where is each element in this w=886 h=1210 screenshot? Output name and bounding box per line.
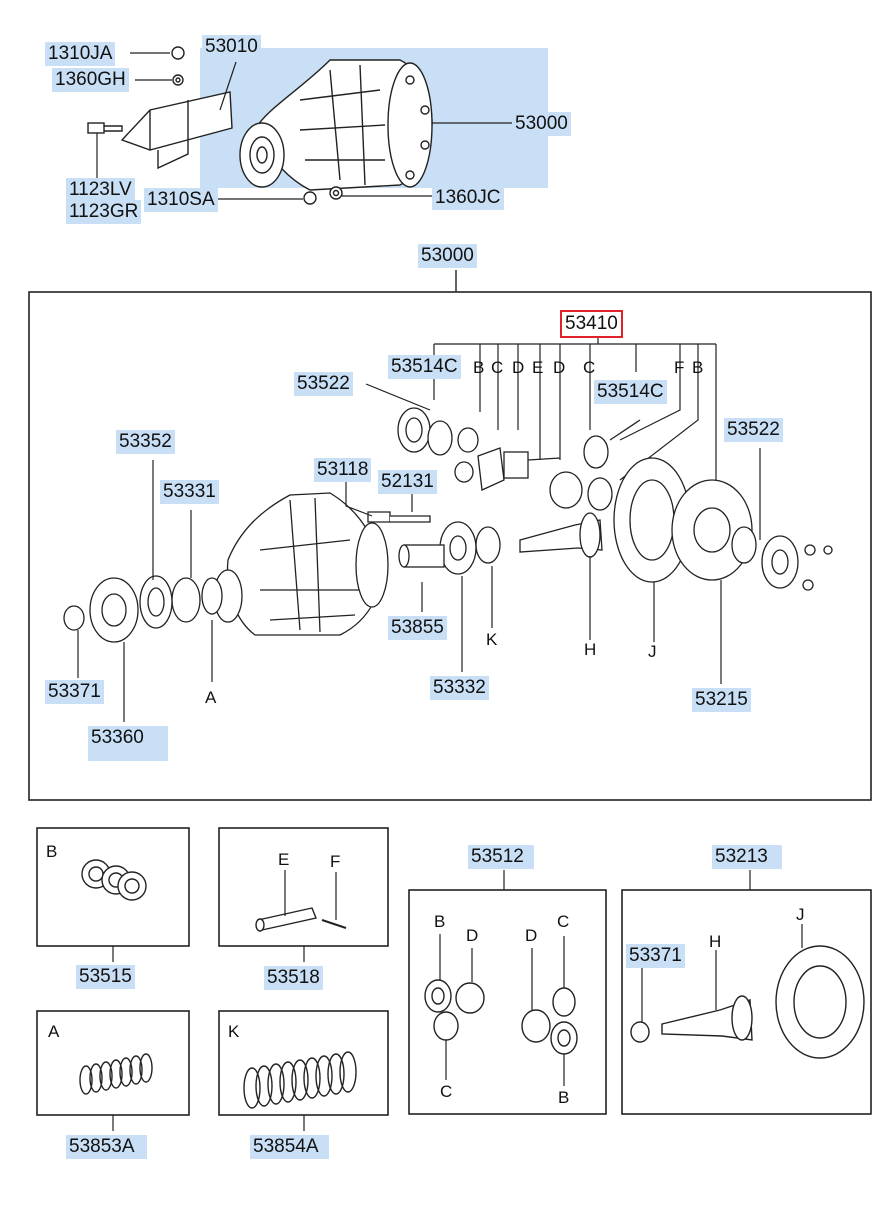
part-label-1360JC[interactable]: 1360JC xyxy=(432,186,504,210)
box-53512-letter-c2: C xyxy=(557,912,570,931)
box-ef-letter-f: F xyxy=(330,852,341,871)
spring-k-art xyxy=(243,1051,357,1109)
sub-letter-c-1: C xyxy=(491,358,504,377)
sub-letter-f: F xyxy=(674,358,685,377)
part-label-53360[interactable]: 53360 xyxy=(88,726,168,761)
gear-set-53213-art xyxy=(630,945,865,1059)
part-label-53522-left[interactable]: 53522 xyxy=(294,372,353,396)
box-ef-letter-e: E xyxy=(278,850,290,869)
spring-a-art xyxy=(79,1053,153,1095)
part-label-1310SA[interactable]: 1310SA xyxy=(144,188,218,212)
box-k-letter: K xyxy=(228,1022,240,1041)
sub-letter-d-1: D xyxy=(512,358,525,377)
top-carrier-housing xyxy=(87,46,512,205)
part-label-53118[interactable]: 53118 xyxy=(314,458,372,482)
washers-b-art xyxy=(81,859,147,901)
part-label-53853A[interactable]: 53853A xyxy=(66,1135,147,1159)
part-label-1123GR[interactable]: 1123GR xyxy=(66,200,142,224)
box-53213-letter-h: H xyxy=(709,932,722,951)
part-label-53352[interactable]: 53352 xyxy=(116,430,175,454)
part-label-53371-main[interactable]: 53371 xyxy=(45,680,104,704)
sub-letter-h-main: H xyxy=(584,640,597,659)
part-label-53518[interactable]: 53518 xyxy=(264,966,323,990)
box-53512-letter-c1: C xyxy=(440,1082,453,1101)
box-53512-letter-d1: D xyxy=(466,926,479,945)
shaft-pin-art xyxy=(255,907,347,932)
part-label-53332[interactable]: 53332 xyxy=(430,676,489,700)
part-label-53515[interactable]: 53515 xyxy=(76,965,135,989)
part-label-52131[interactable]: 52131 xyxy=(378,470,437,494)
part-label-53010[interactable]: 53010 xyxy=(202,35,261,59)
part-label-53000-top[interactable]: 53000 xyxy=(512,112,571,136)
part-label-53514C-right[interactable]: 53514C xyxy=(594,380,667,404)
sub-letter-c-2: C xyxy=(583,358,596,377)
part-label-53522-right[interactable]: 53522 xyxy=(724,418,783,442)
box-b-letter: B xyxy=(46,842,58,861)
box-53512-letter-d2: D xyxy=(525,926,538,945)
part-label-53215[interactable]: 53215 xyxy=(692,688,751,712)
part-label-53213[interactable]: 53213 xyxy=(712,845,782,869)
box-53512-letter-b1: B xyxy=(434,912,446,931)
part-label-53371-sub[interactable]: 53371 xyxy=(626,944,685,968)
part-label-1360GH[interactable]: 1360GH xyxy=(52,68,129,92)
sub-letter-j-main: J xyxy=(648,642,657,661)
sub-letter-e: E xyxy=(532,358,544,377)
part-label-53514C-left[interactable]: 53514C xyxy=(388,355,461,379)
part-label-1310JA[interactable]: 1310JA xyxy=(45,42,116,66)
main-exploded-parts xyxy=(63,407,833,643)
box-53512-letter-b2: B xyxy=(558,1088,570,1107)
box-53213-letter-j: J xyxy=(796,905,805,924)
part-label-53854A[interactable]: 53854A xyxy=(250,1135,329,1159)
sub-letter-d-2: D xyxy=(553,358,566,377)
part-label-53855[interactable]: 53855 xyxy=(388,616,447,640)
sub-letter-b-2: B xyxy=(692,358,704,377)
part-label-53410-selected[interactable]: 53410 xyxy=(560,310,623,338)
sub-letter-k-main: K xyxy=(486,630,498,649)
box-a-letter: A xyxy=(48,1022,60,1041)
part-label-1123LV[interactable]: 1123LV xyxy=(66,178,135,202)
sub-letter-a-main: A xyxy=(205,688,217,707)
part-label-53331[interactable]: 53331 xyxy=(160,480,219,504)
gear-set-53512-art xyxy=(424,979,578,1055)
main-box-title-53000[interactable]: 53000 xyxy=(418,244,477,268)
sub-letter-b-1: B xyxy=(473,358,485,377)
part-label-53512[interactable]: 53512 xyxy=(468,845,534,869)
